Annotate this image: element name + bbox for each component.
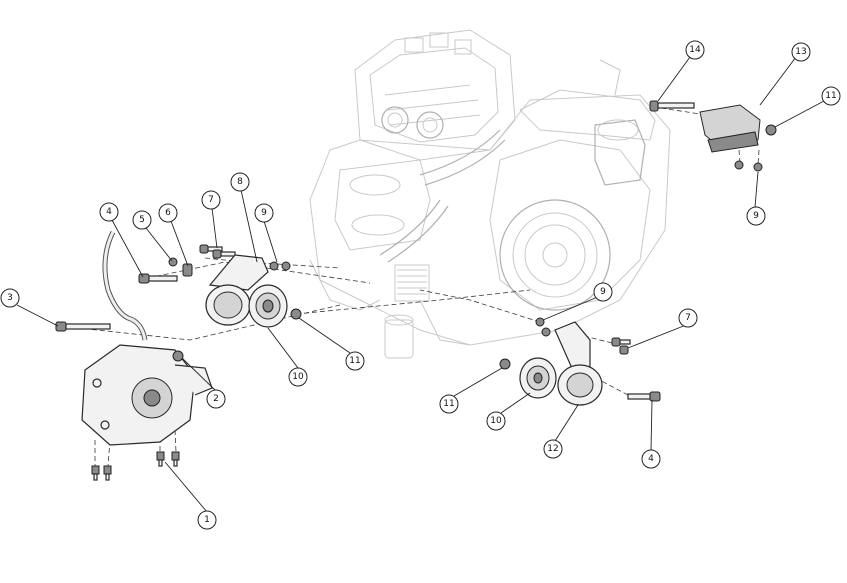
svg-text:8: 8 xyxy=(237,177,243,187)
callout-11-left: 11 xyxy=(345,351,365,371)
callout-11-mount: 11 xyxy=(821,86,841,106)
callout-9-mount: 9 xyxy=(746,206,766,226)
svg-text:7: 7 xyxy=(685,313,691,323)
pump-screws xyxy=(91,451,180,481)
callout-6: 6 xyxy=(158,203,178,223)
long-bolt-left xyxy=(55,321,111,332)
callout-5: 5 xyxy=(132,210,152,230)
svg-text:9: 9 xyxy=(261,208,267,218)
callout-10-right: 10 xyxy=(486,411,506,431)
callout-4-left: 4 xyxy=(99,202,119,222)
callout-4-right: 4 xyxy=(641,449,661,469)
callout-9-right: 9 xyxy=(593,282,613,302)
svg-text:6: 6 xyxy=(165,208,171,218)
svg-text:10: 10 xyxy=(292,372,304,382)
svg-text:9: 9 xyxy=(600,287,606,297)
tensioner-bracket-left xyxy=(205,254,269,326)
svg-text:11: 11 xyxy=(349,356,360,366)
callout-8: 8 xyxy=(230,172,250,192)
svg-text:11: 11 xyxy=(825,91,836,101)
callout-11-right: 11 xyxy=(439,394,459,414)
small-parts-right xyxy=(499,317,661,402)
engine-mount-right xyxy=(649,100,777,172)
callout-1: 1 xyxy=(197,510,217,530)
svg-text:4: 4 xyxy=(106,207,112,217)
callout-9-left: 9 xyxy=(254,203,274,223)
svg-text:4: 4 xyxy=(648,454,654,464)
small-parts-upper-left xyxy=(168,244,302,320)
callout-14: 14 xyxy=(685,40,705,60)
svg-text:9: 9 xyxy=(753,211,759,221)
callout-3: 3 xyxy=(0,288,20,308)
callout-10-left: 10 xyxy=(288,367,308,387)
idler-pulley-right xyxy=(519,357,557,399)
svg-text:1: 1 xyxy=(204,515,210,525)
callout-7-left: 7 xyxy=(201,190,221,210)
leader-lines xyxy=(16,56,825,513)
idler-pulley-left xyxy=(248,284,288,328)
callout-7-right: 7 xyxy=(678,308,698,328)
svg-text:5: 5 xyxy=(139,215,145,225)
svg-text:11: 11 xyxy=(443,399,454,409)
bolt-4-left xyxy=(138,273,178,284)
callout-2: 2 xyxy=(206,389,226,409)
engine-ghost xyxy=(309,29,671,359)
svg-text:7: 7 xyxy=(208,195,214,205)
callout-12: 12 xyxy=(543,439,563,459)
svg-text:13: 13 xyxy=(795,47,806,57)
svg-text:3: 3 xyxy=(7,293,13,303)
svg-text:12: 12 xyxy=(547,444,558,454)
tensioner-bracket-right xyxy=(554,321,603,406)
svg-text:10: 10 xyxy=(490,416,502,426)
svg-text:14: 14 xyxy=(689,45,701,55)
water-pump-assembly xyxy=(81,230,213,446)
svg-text:2: 2 xyxy=(213,394,219,404)
callout-13: 13 xyxy=(791,42,811,62)
